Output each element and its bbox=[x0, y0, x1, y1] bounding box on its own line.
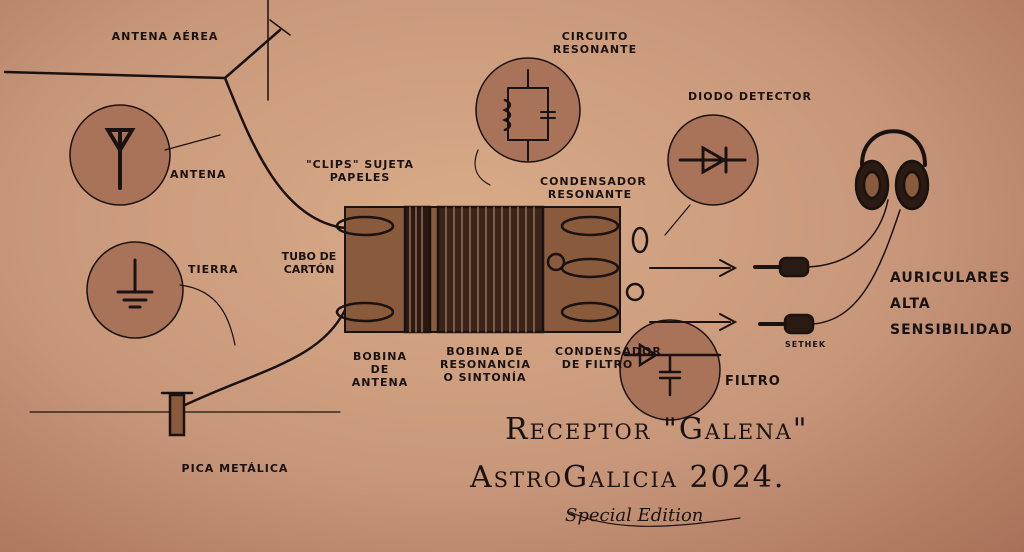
label-diodo-detector: Diodo Detector bbox=[688, 90, 812, 103]
jack-plug-icon bbox=[753, 199, 901, 335]
filter-icon bbox=[619, 319, 722, 421]
antenna-wire bbox=[3, 28, 347, 230]
ground-symbol-icon bbox=[86, 241, 236, 346]
headphones-icon bbox=[854, 129, 930, 211]
title-edition: Special Edition bbox=[565, 505, 704, 526]
label-antena-aerea: Antena Aérea bbox=[111, 30, 219, 43]
resonant-circuit-icon bbox=[474, 57, 581, 186]
title-receptor: Receptor "Galena" bbox=[505, 412, 809, 447]
label-plug-brand: Sethek bbox=[785, 340, 827, 349]
label-circuito-resonante: Circuito Resonante bbox=[552, 30, 638, 56]
label-pica-metalica: Pica Metálica bbox=[181, 462, 289, 475]
label-bobina-resonancia: Bobina de Resonancia o Sintonía bbox=[440, 345, 531, 384]
metal-stake-icon bbox=[160, 391, 194, 437]
label-tubo-carton: Tubo de Cartón bbox=[281, 250, 337, 276]
label-bobina-antena: Bobina de Antena bbox=[351, 350, 409, 389]
label-antena: Antena bbox=[170, 168, 227, 181]
label-tierra: Tierra bbox=[188, 263, 239, 276]
antenna-symbol-icon bbox=[69, 104, 221, 206]
label-filtro: Filtro bbox=[725, 374, 781, 389]
ground-wire bbox=[183, 308, 347, 407]
title-astrogalicia: AstroGalicia 2024. bbox=[470, 460, 786, 495]
label-condensador-filtro: Condensador de Filtro bbox=[555, 345, 662, 371]
label-auriculares: Auriculares Alta Sensibilidad bbox=[890, 270, 1013, 338]
diode-icon bbox=[664, 114, 759, 236]
label-condensador-resonante: Condensador Resonante bbox=[540, 175, 647, 201]
coil-tube bbox=[335, 205, 649, 334]
label-clips: "Clips" Sujeta Papeles bbox=[305, 158, 415, 184]
